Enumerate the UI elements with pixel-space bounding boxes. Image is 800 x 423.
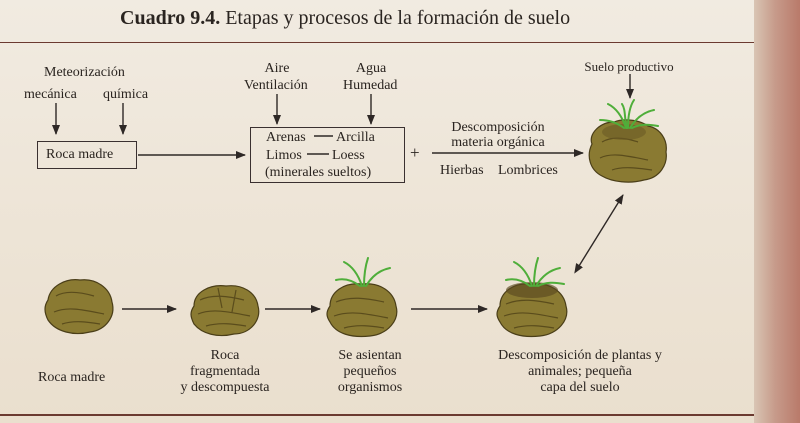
- rock-fragmented-icon: [190, 285, 260, 337]
- right-accent-strip: [754, 0, 800, 423]
- roca-madre-box: Roca madre: [37, 141, 137, 169]
- figure-title-text: Etapas y procesos de la formación de sue…: [225, 7, 571, 29]
- label-lombrices: Lombrices: [498, 163, 558, 178]
- title-bar: Cuadro 9.4. Etapas y procesos de la form…: [0, 0, 754, 43]
- frame-bottom-rule: [0, 414, 754, 416]
- figure-title: Cuadro 9.4. Etapas y procesos de la form…: [120, 7, 570, 30]
- label-humedad: Humedad: [343, 78, 398, 93]
- label-mecanica: mecánica: [24, 87, 77, 102]
- rock-small-organisms-icon: [326, 257, 398, 338]
- label-stage2-line2: fragmentada: [190, 364, 260, 379]
- label-stage4-line2: animales; pequeña: [528, 364, 632, 379]
- label-stage2-line1: Roca: [210, 348, 240, 363]
- label-stage4-line1: Descomposición de plantas y: [498, 348, 662, 363]
- label-descomposicion: Descomposición: [451, 120, 545, 135]
- label-materia-organica: materia orgánica: [451, 135, 545, 150]
- label-stage4-line3: capa del suelo: [540, 380, 620, 395]
- label-quimica: química: [103, 87, 149, 102]
- arrow-double-stage4-suelo: [574, 194, 624, 274]
- label-loess: Loess: [332, 148, 365, 163]
- figure-number: Cuadro 9.4.: [120, 7, 221, 29]
- label-stage3-line3: organismos: [337, 380, 403, 395]
- label-stage3-line1: Se asientan: [338, 348, 402, 363]
- label-aire: Aire: [264, 61, 290, 76]
- plus-sign: +: [410, 143, 420, 162]
- minerals-box: Arenas Arcilla Limos Loess (minerales su…: [250, 127, 405, 183]
- label-stage2-line3: y descompuesta: [180, 380, 270, 395]
- label-agua: Agua: [355, 61, 387, 76]
- label-hierbas: Hierbas: [440, 163, 484, 178]
- label-arcilla: Arcilla: [336, 130, 375, 145]
- rock-parent-icon: [44, 279, 114, 335]
- label-minerales-sueltos: (minerales sueltos): [265, 165, 372, 180]
- label-stage3-line2: pequeños: [343, 364, 397, 379]
- label-meteorizacion: Meteorización: [44, 65, 125, 80]
- label-arenas: Arenas: [266, 130, 306, 145]
- label-suelo-productivo: Suelo productivo: [584, 59, 674, 74]
- label-ventilacion: Ventilación: [244, 78, 308, 93]
- label-stage1-roca-madre: Roca madre: [38, 370, 106, 385]
- rock-thin-soil-icon: [496, 257, 568, 338]
- label-limos: Limos: [266, 148, 302, 163]
- roca-madre-box-label: Roca madre: [46, 147, 114, 162]
- rock-with-grass-productive-icon: [588, 99, 667, 183]
